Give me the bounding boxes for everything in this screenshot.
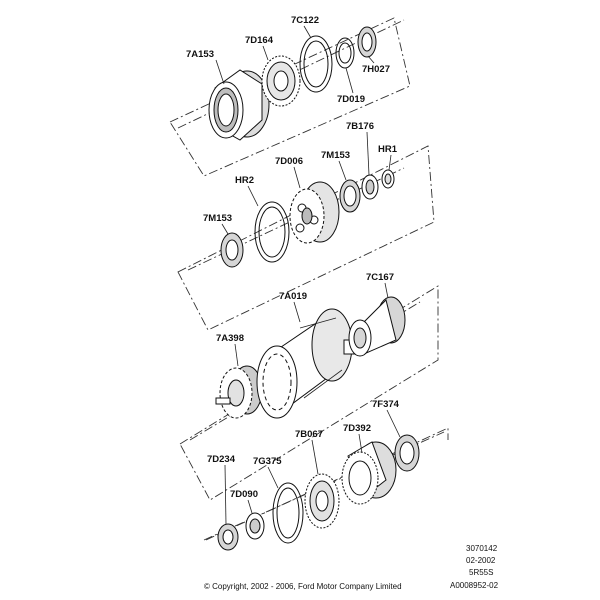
label-7A019: 7A019 xyxy=(279,291,307,302)
part-7D234-washer xyxy=(217,523,239,551)
footer: 3070142 02-2002 5R55S A0008952-02 © Copy… xyxy=(204,544,499,591)
part-7A153-drum xyxy=(208,69,270,141)
part-7D019-ring xyxy=(335,37,355,69)
part-7G375-band xyxy=(272,482,304,544)
label-7G375: 7G375 xyxy=(253,456,282,467)
label-7D392: 7D392 xyxy=(343,423,371,434)
label-7C122: 7C122 xyxy=(291,15,319,26)
frame-section-3 xyxy=(179,285,439,501)
footer-model: 5R55S xyxy=(469,568,493,577)
part-7A019-clutch-housing xyxy=(256,308,359,419)
part-7D006-carrier xyxy=(289,181,340,244)
footer-copyright: © Copyright, 2002 - 2006, Ford Motor Com… xyxy=(204,582,402,591)
part-7D090-bearing xyxy=(245,512,265,540)
label-HR2: HR2 xyxy=(235,175,254,186)
label-7M153-upper: 7M153 xyxy=(321,150,350,161)
part-7C167-shaft-hub xyxy=(348,296,406,357)
label-7H027: 7H027 xyxy=(362,64,390,75)
footer-ref-number: 3070142 xyxy=(466,544,498,553)
part-labels: 7A153 7D164 7C122 7H027 7D019 7B176 HR1 … xyxy=(186,15,400,500)
label-7M153-lower: 7M153 xyxy=(203,213,232,224)
footer-doc-id: A0008952-02 xyxy=(450,581,499,590)
label-7C167: 7C167 xyxy=(366,272,394,283)
part-7M153-lower-washer xyxy=(220,232,244,268)
part-HR1-ring xyxy=(381,169,395,189)
label-7D006: 7D006 xyxy=(275,156,303,167)
part-7H027-washer xyxy=(357,26,377,58)
part-7F374-washer xyxy=(394,434,420,472)
label-7F374: 7F374 xyxy=(372,399,400,410)
label-7A153: 7A153 xyxy=(186,49,214,60)
label-7D090: 7D090 xyxy=(230,489,258,500)
label-7D164: 7D164 xyxy=(245,35,274,46)
label-7D019: 7D019 xyxy=(337,94,365,105)
label-7A398: 7A398 xyxy=(216,333,244,344)
part-HR2-band xyxy=(254,201,290,263)
frame-section-1 xyxy=(169,17,411,177)
part-7M153-upper-washer xyxy=(339,179,361,213)
leader-lines xyxy=(215,25,401,525)
part-7D392-ring-gear xyxy=(341,441,397,505)
footer-date: 02-2002 xyxy=(466,556,496,565)
label-HR1: HR1 xyxy=(378,144,398,155)
label-7B067: 7B067 xyxy=(295,429,323,440)
part-7B067-gear xyxy=(304,473,340,529)
part-7D164-gear xyxy=(261,55,301,107)
part-7C122-band xyxy=(299,35,333,93)
label-7D234: 7D234 xyxy=(207,454,236,465)
part-7A398-sun-gear-assembly xyxy=(215,365,263,419)
part-7B176-bearing xyxy=(361,174,379,200)
label-7B176: 7B176 xyxy=(346,121,374,132)
